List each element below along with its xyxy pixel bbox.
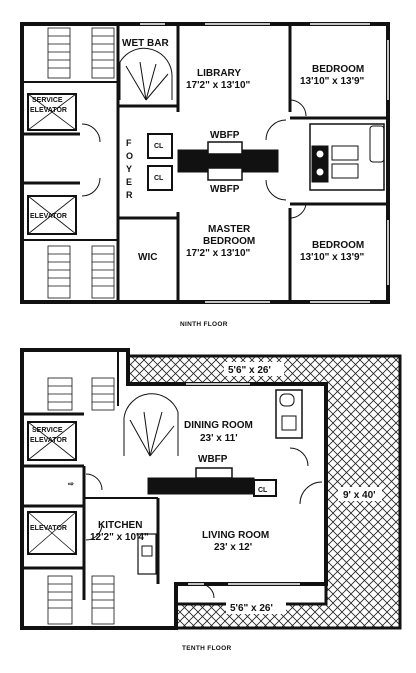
master-label-1: MASTER (208, 224, 251, 235)
stairs-bottom (47, 245, 115, 299)
tenth-stairs-top (47, 377, 115, 411)
master-label-2: BEDROOM (203, 236, 255, 247)
terrace-top-dims: 5'6" x 26' (228, 365, 271, 376)
tenth-stairs-bottom (47, 575, 115, 625)
kitchen-label: KITCHEN (98, 520, 142, 531)
tenth-service-elevator-shaft (27, 421, 77, 461)
living-room-label: LIVING ROOM (202, 530, 269, 541)
tenth-floor-caption: TENTH FLOOR (182, 645, 232, 652)
foyer-letter-y: Y (126, 164, 132, 174)
entry-arrow-icon: ⇨ (68, 481, 74, 488)
library-dims: 17'2" x 13'10" (186, 80, 251, 91)
tenth-service-elevator-label-1: SERVICE (32, 427, 63, 434)
ninth-floor-plan (20, 22, 390, 304)
wbfp-label-b: WBFP (210, 184, 240, 195)
dining-room-label: DINING ROOM (184, 420, 253, 431)
wet-bar-label: WET BAR (122, 38, 169, 49)
ninth-floor-caption: NINTH FLOOR (180, 321, 228, 328)
kitchen-dims: 12'2" x 10'4" (90, 532, 149, 543)
closet-label-a: CL (154, 143, 164, 150)
service-elevator-label-1: SERVICE (32, 97, 63, 104)
bedroom-top-label: BEDROOM (312, 64, 364, 75)
wic-label: WIC (138, 252, 157, 263)
service-elevator-label-2: ELEVATOR (30, 107, 67, 114)
tenth-floor-plan (20, 348, 402, 630)
stairs-top (47, 27, 115, 79)
tenth-windows (186, 383, 300, 585)
tenth-elevator-label: ELEVATOR (30, 525, 67, 532)
spiral-stair (119, 47, 173, 101)
elevator-shaft (27, 195, 77, 235)
terrace-side-dims: 9' x 40' (343, 490, 376, 501)
closet-label-b: CL (154, 175, 164, 182)
bedroom-bottom-dims: 13'10" x 13'9" (300, 252, 365, 263)
bedroom-top-dims: 13'10" x 13'9" (300, 76, 365, 87)
ninth-windows (140, 23, 389, 303)
living-room-dims: 23' x 12' (214, 542, 252, 553)
library-label: LIBRARY (197, 68, 241, 79)
bedroom-bottom-label: BEDROOM (312, 240, 364, 251)
tenth-elevator-shaft (27, 511, 77, 555)
elevator-label: ELEVATOR (30, 213, 67, 220)
foyer-letter-r: R (126, 190, 133, 200)
service-elevator-shaft (27, 93, 77, 131)
dining-room-dims: 23' x 11' (200, 433, 238, 444)
tenth-chimney (147, 477, 255, 495)
tenth-spiral-stair (123, 393, 179, 457)
foyer-letter-f: F (126, 138, 132, 148)
tenth-service-elevator-label-2: ELEVATOR (30, 437, 67, 444)
tenth-closet-label: CL (258, 487, 268, 494)
wbfp-label-a: WBFP (210, 130, 240, 141)
terrace-bottom-dims: 5'6" x 26' (230, 603, 273, 614)
foyer-letter-o: O (126, 151, 133, 161)
master-dims: 17'2" x 13'10" (186, 248, 251, 259)
foyer-letter-e: E (126, 177, 132, 187)
wbfp-label: WBFP (198, 454, 228, 465)
